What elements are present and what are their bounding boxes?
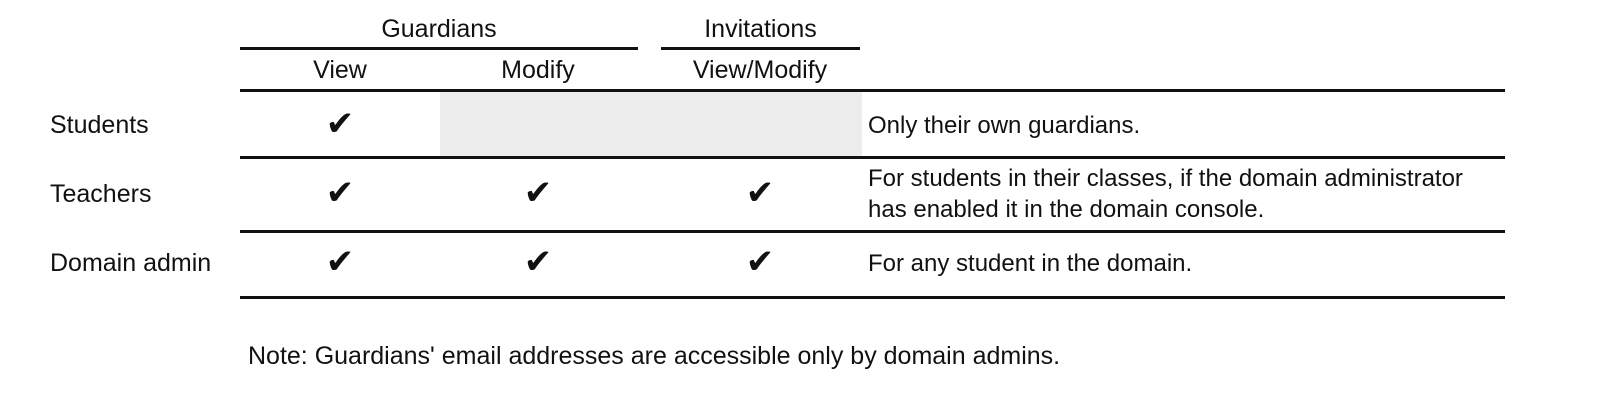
row-description-teachers-text: For students in their classes, if the do… xyxy=(868,165,1463,223)
check-icon: ✔ xyxy=(745,173,775,213)
row-label-domain-admin: Domain admin xyxy=(50,248,211,278)
row-description-students: Only their own guardians. xyxy=(868,110,1508,141)
column-header-modify: Modify xyxy=(468,55,608,85)
column-header-view: View xyxy=(280,55,400,85)
check-icon: ✔ xyxy=(325,173,355,213)
table-rule-after-teachers xyxy=(240,230,1505,233)
table-rule-after-students xyxy=(240,156,1505,159)
column-header-modify-label: Modify xyxy=(501,56,575,84)
cell-check-domain-admin-guardians-modify: ✔ xyxy=(508,245,568,279)
row-description-domain-admin-text: For any student in the domain. xyxy=(868,250,1193,277)
group-header-invitations-label: Invitations xyxy=(704,15,817,43)
cell-check-domain-admin-guardians-view: ✔ xyxy=(310,245,370,279)
row-label-teachers: Teachers xyxy=(50,179,151,209)
table-rule-bottom xyxy=(240,296,1505,299)
column-header-view-modify-label: View/Modify xyxy=(692,56,828,84)
figure-note-text: Note: Guardians' email addresses are acc… xyxy=(248,342,1061,370)
group-header-guardians: Guardians xyxy=(240,14,638,44)
table-rule-top xyxy=(240,89,1505,92)
group-header-invitations: Invitations xyxy=(661,14,860,44)
cell-check-teachers-guardians-modify: ✔ xyxy=(508,176,568,210)
column-header-view-label: View xyxy=(313,56,367,84)
row-label-students: Students xyxy=(50,110,149,140)
cell-check-students-guardians-view: ✔ xyxy=(310,107,370,141)
group-rule-guardians xyxy=(240,47,638,50)
column-header-view-modify: View/Modify xyxy=(660,55,860,85)
row-label-students-text: Students xyxy=(50,111,149,139)
check-icon: ✔ xyxy=(745,242,775,282)
group-header-guardians-label: Guardians xyxy=(381,15,497,43)
group-rule-invitations xyxy=(661,47,860,50)
row-label-teachers-text: Teachers xyxy=(50,180,152,208)
cell-check-teachers-invitations-view-modify: ✔ xyxy=(730,176,790,210)
row-description-domain-admin: For any student in the domain. xyxy=(868,248,1508,279)
row-description-students-text: Only their own guardians. xyxy=(868,112,1141,139)
cell-check-teachers-guardians-view: ✔ xyxy=(310,176,370,210)
check-icon: ✔ xyxy=(523,242,553,282)
cell-check-domain-admin-invitations-view-modify: ✔ xyxy=(730,245,790,279)
check-icon: ✔ xyxy=(325,242,355,282)
figure-note: Note: Guardians' email addresses are acc… xyxy=(248,340,1060,372)
cell-shaded-students-modify xyxy=(440,92,862,156)
check-icon: ✔ xyxy=(325,104,355,144)
row-label-domain-admin-text: Domain admin xyxy=(50,249,212,277)
check-icon: ✔ xyxy=(523,173,553,213)
row-description-teachers: For students in their classes, if the do… xyxy=(868,163,1508,225)
